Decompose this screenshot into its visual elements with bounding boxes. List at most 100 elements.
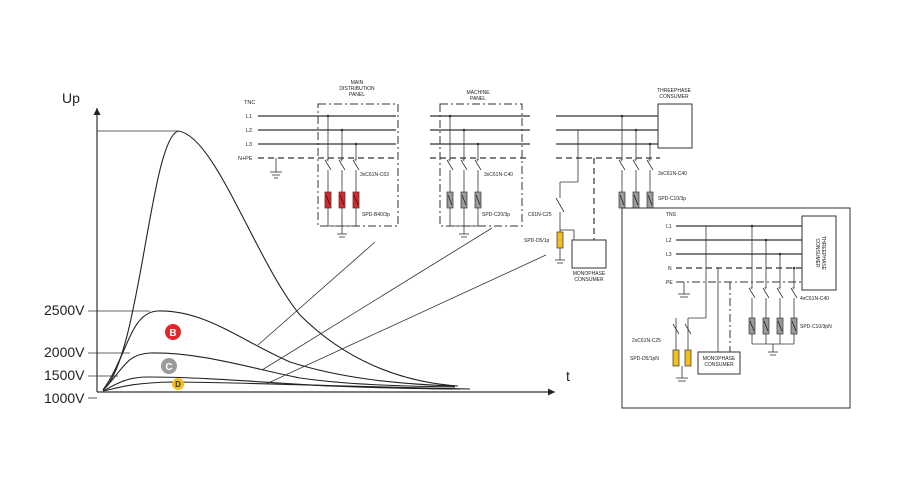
svg-text:×: × bbox=[634, 158, 637, 164]
machine-panel-spd: SPD-C20/3p bbox=[482, 212, 510, 218]
tnc-threephase-breaker: 3xC61N-C40 bbox=[658, 171, 687, 177]
tnc-threephase-spd: SPD-C10/3p bbox=[658, 196, 686, 202]
tnc-threephase-breaker-contact bbox=[646, 159, 654, 171]
line-label-npe: N+PE bbox=[238, 156, 253, 162]
tns-label: TNS bbox=[666, 212, 677, 218]
line-label-l3: L3 bbox=[246, 142, 252, 148]
surge-curve-b bbox=[102, 310, 456, 391]
tnc-threephase-breaker-contact bbox=[618, 159, 626, 171]
svg-text:×: × bbox=[792, 286, 795, 292]
mono-spd-module bbox=[556, 231, 564, 249]
tns-threephase-label: THREEPHASECONSUMER bbox=[814, 236, 826, 271]
tns-line-l3: L3 bbox=[666, 252, 672, 258]
surge-curve-e bbox=[102, 381, 471, 392]
marker-b-circle bbox=[165, 324, 181, 340]
tns-mono-spd-2 bbox=[684, 349, 692, 367]
y-axis-label: Up bbox=[62, 90, 80, 106]
tns-phase-4: × bbox=[790, 266, 798, 344]
svg-text:×: × bbox=[648, 158, 651, 164]
marker-d: D bbox=[172, 378, 184, 390]
tns-system: TNS L1 L2 L3 N PE THREEPHASECONSUMER × × ×… bbox=[621, 207, 851, 409]
voltage-label-2500: 2500V bbox=[44, 302, 85, 318]
svg-text:×: × bbox=[620, 158, 623, 164]
surge-curve-a bbox=[102, 130, 459, 391]
tns-phase-3: × bbox=[776, 252, 784, 344]
tns-mono-spd-label: SPD-D5/1pN bbox=[630, 356, 659, 362]
svg-text:×: × bbox=[476, 158, 479, 164]
x-axis-label: t bbox=[566, 368, 570, 384]
voltage-label-2000: 2000V bbox=[44, 344, 85, 360]
surge-curve-d bbox=[102, 376, 461, 392]
tns-mono-spd-1 bbox=[672, 349, 680, 367]
tnc-threephase-breaker-contact bbox=[632, 159, 640, 171]
main-panel-breaker-contact bbox=[324, 159, 332, 171]
machine-panel-breaker: 3xC61N-C40 bbox=[484, 172, 513, 178]
tnc-label: TNC bbox=[244, 100, 255, 106]
marker-c-letter: C bbox=[165, 362, 172, 373]
marker-c: C bbox=[161, 358, 177, 374]
main-panel-phase-1: × bbox=[324, 114, 332, 226]
monophase-consumer-box bbox=[571, 239, 607, 269]
tns-spd-label: SPD-C10/3pN bbox=[800, 324, 832, 330]
marker-b: B bbox=[165, 324, 181, 340]
machine-panel-phase-3: × bbox=[474, 142, 482, 226]
tns-line-n: N bbox=[668, 266, 672, 272]
tns-earth-symbol bbox=[678, 282, 690, 298]
tns-line-l1: L1 bbox=[666, 224, 672, 230]
voltage-graph: Up t 2500V 2000V 1500V 1000V B C D bbox=[44, 90, 570, 406]
tns-busbars bbox=[676, 225, 802, 283]
svg-text:×: × bbox=[462, 158, 465, 164]
machine-panel-phase-1: × bbox=[446, 114, 454, 226]
tns-threephase-box bbox=[801, 215, 837, 291]
leader-machine-spd bbox=[261, 227, 493, 371]
svg-text:×: × bbox=[778, 286, 781, 292]
marker-b-letter: B bbox=[169, 328, 176, 339]
earth-symbol bbox=[270, 158, 282, 179]
surge-curve-c bbox=[102, 352, 456, 391]
machine-panel-breaker-contact bbox=[460, 159, 468, 171]
svg-text:×: × bbox=[764, 286, 767, 292]
svg-text:×: × bbox=[750, 286, 753, 292]
svg-text:×: × bbox=[340, 158, 343, 164]
tns-breaker-contact bbox=[776, 287, 784, 299]
tns-monophase-box bbox=[697, 351, 741, 375]
line-label-l1: L1 bbox=[246, 114, 252, 120]
tns-breaker-contact bbox=[748, 287, 756, 299]
main-panel-phase-3: × bbox=[352, 142, 360, 226]
mono-breaker-label: C61N-C25 bbox=[528, 212, 552, 218]
tns-line-l2: L2 bbox=[666, 238, 672, 244]
tnc-busbars bbox=[258, 115, 660, 159]
main-panel-breaker: 3xC61N-C63 bbox=[360, 172, 389, 178]
machine-panel-breaker-contact bbox=[446, 159, 454, 171]
line-label-l2: L2 bbox=[246, 128, 252, 134]
svg-text:×: × bbox=[354, 158, 357, 164]
marker-d-circle bbox=[172, 378, 184, 390]
tns-phase-1: × bbox=[748, 224, 756, 344]
marker-d-letter: D bbox=[175, 380, 181, 389]
leader-mono-spd bbox=[265, 254, 547, 385]
tns-breaker-label: 4xC61N-C40 bbox=[800, 296, 829, 302]
svg-text:×: × bbox=[326, 158, 329, 164]
main-panel-spd: SPD-B40/3p bbox=[362, 212, 390, 218]
voltage-label-1000: 1000V bbox=[44, 390, 85, 406]
tnc-system: TNC L1 L2 L3 N+PE bbox=[238, 80, 693, 283]
tns-breaker-contact bbox=[762, 287, 770, 299]
voltage-label-1500: 1500V bbox=[44, 367, 85, 383]
tns-phase-2: × bbox=[762, 238, 770, 344]
main-panel-phase-2: × bbox=[338, 128, 346, 226]
main-panel-breaker-contact bbox=[338, 159, 346, 171]
mono-spd-label: SPD-D5/1p bbox=[524, 238, 550, 244]
tns-line-pe: PE bbox=[666, 280, 673, 286]
svg-text:×: × bbox=[448, 158, 451, 164]
machine-panel-breaker-contact bbox=[474, 159, 482, 171]
